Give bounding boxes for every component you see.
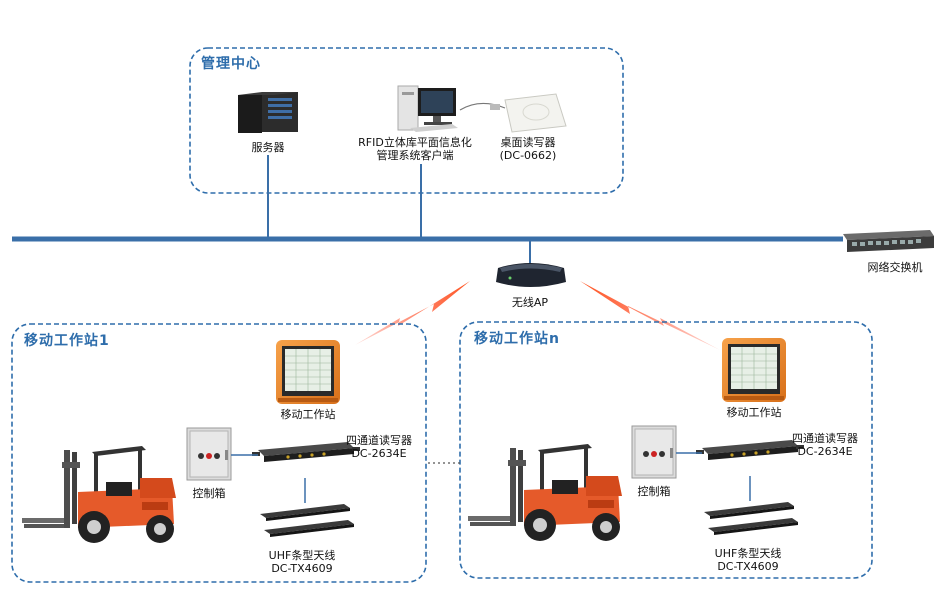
station-1-control-box-label: 控制箱 [192,487,226,500]
network-switch-icon [843,230,934,252]
server-label: 服务器 [251,141,285,154]
desktop-reader-label-line2: (DC-0662) [499,149,557,162]
station-1-terminal-icon [275,339,341,405]
station-1-control-box-icon [186,427,232,481]
client-computer-icon [397,85,458,132]
station-n-terminal-icon [721,337,787,403]
station-1-antenna-label-line1: UHF条型天线 [268,549,336,562]
station-n-title: 移动工作站n [474,331,560,347]
wireless-ap-icon [496,263,566,287]
station-n-control-box-label: 控制箱 [637,485,671,498]
station-n-control-box-icon [631,425,677,479]
client-label-line2: 管理系统客户端 [376,149,454,162]
station-1-terminal-label: 移动工作站 [280,408,336,421]
station-1-reader-label-line1: 四通道读写器 [346,434,412,447]
management-frame [189,47,624,194]
management-title: 管理中心 [201,56,261,72]
station-n-reader-label-line1: 四通道读写器 [792,432,858,445]
wireless-ap-label: 无线AP [511,296,549,309]
client-label-line1: RFID立体库平面信息化 [358,136,472,149]
wireless-signal-left [355,281,470,345]
station-n-frame [459,321,873,579]
station-n-antenna-label-line1: UHF条型天线 [714,547,782,560]
desktop-reader-icon [459,93,567,133]
station-n-terminal-label: 移动工作站 [726,406,782,419]
server-icon [238,92,298,133]
station-n-forklift-icon [468,444,622,541]
desktop-reader-label-line1: 桌面读写器 [500,136,556,149]
station-1-frame [11,323,427,583]
station-1-title: 移动工作站1 [24,333,110,349]
station-n-antenna-label-line2: DC-TX4609 [717,560,779,573]
station-1-antenna-icon [260,504,354,537]
station-1-antenna-label-line2: DC-TX4609 [271,562,333,575]
wireless-signal-right [580,281,720,350]
station-1-reader-label-line2: DC-2634E [351,447,407,460]
switch-label: 网络交换机 [867,261,923,274]
station-n-antenna-icon [704,502,798,535]
station-1-forklift-icon [22,446,176,543]
station-n-reader-label-line2: DC-2634E [797,445,853,458]
